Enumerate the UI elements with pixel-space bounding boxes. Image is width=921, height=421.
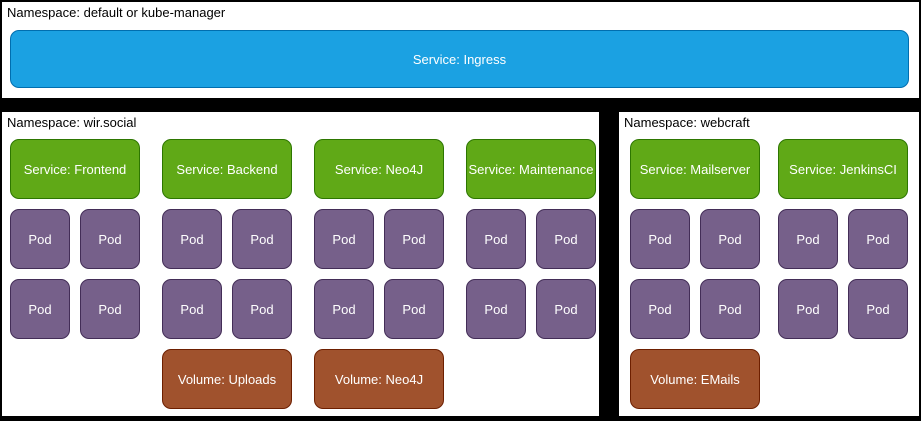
namespace-label: Namespace: webcraft <box>624 115 750 130</box>
pod-box: Pod <box>162 279 222 339</box>
pod-box: Pod <box>778 209 838 269</box>
pod-row: Pod Pod <box>10 209 140 269</box>
pod-box: Pod <box>80 209 140 269</box>
pod-box: Pod <box>466 279 526 339</box>
pod-box: Pod <box>536 209 596 269</box>
service-group-maintenance: Service: Maintenance Pod Pod Pod Pod <box>466 139 596 409</box>
service-box-neo4j: Service: Neo4J <box>314 139 444 199</box>
pod-box: Pod <box>848 279 908 339</box>
pod-box: Pod <box>162 209 222 269</box>
service-group-jenkinsci: Service: JenkinsCI Pod Pod Pod Pod <box>778 139 908 409</box>
pod-box: Pod <box>700 279 760 339</box>
pod-box: Pod <box>384 279 444 339</box>
pod-row: Pod Pod <box>466 209 596 269</box>
service-box-backend: Service: Backend <box>162 139 292 199</box>
service-box-ingress: Service: Ingress <box>10 30 909 88</box>
pod-row: Pod Pod <box>630 279 760 339</box>
pod-box: Pod <box>778 279 838 339</box>
service-group-neo4j: Service: Neo4J Pod Pod Pod Pod Volume: N… <box>314 139 444 409</box>
pod-row: Pod Pod <box>630 209 760 269</box>
pod-box: Pod <box>466 209 526 269</box>
pod-box: Pod <box>536 279 596 339</box>
service-group-mailserver: Service: Mailserver Pod Pod Pod Pod Volu… <box>630 139 760 409</box>
pod-row: Pod Pod <box>10 279 140 339</box>
pod-box: Pod <box>700 209 760 269</box>
pod-row: Pod Pod <box>162 279 292 339</box>
volume-box-emails: Volume: EMails <box>630 349 760 409</box>
namespace-label: Namespace: wir.social <box>7 115 137 130</box>
namespace-section-webcraft: Namespace: webcraft Service: Mailserver … <box>617 110 921 418</box>
pod-box: Pod <box>630 209 690 269</box>
volume-box-neo4j: Volume: Neo4J <box>314 349 444 409</box>
pod-box: Pod <box>80 279 140 339</box>
service-groups: Service: Mailserver Pod Pod Pod Pod Volu… <box>630 139 908 409</box>
service-group-backend: Service: Backend Pod Pod Pod Pod Volume:… <box>162 139 292 409</box>
pod-box: Pod <box>314 209 374 269</box>
volume-box-uploads: Volume: Uploads <box>162 349 292 409</box>
pod-box: Pod <box>10 279 70 339</box>
service-box-jenkinsci: Service: JenkinsCI <box>778 139 908 199</box>
pod-row: Pod Pod <box>314 279 444 339</box>
pod-box: Pod <box>232 279 292 339</box>
service-box-frontend: Service: Frontend <box>10 139 140 199</box>
namespace-label: Namespace: default or kube-manager <box>7 5 226 20</box>
pod-box: Pod <box>384 209 444 269</box>
pod-box: Pod <box>232 209 292 269</box>
service-groups: Service: Frontend Pod Pod Pod Pod Servic… <box>10 139 596 409</box>
service-box-mailserver: Service: Mailserver <box>630 139 760 199</box>
pod-row: Pod Pod <box>162 209 292 269</box>
pod-row: Pod Pod <box>778 279 908 339</box>
service-group-frontend: Service: Frontend Pod Pod Pod Pod <box>10 139 140 409</box>
pod-box: Pod <box>10 209 70 269</box>
pod-row: Pod Pod <box>778 209 908 269</box>
namespace-section-default: Namespace: default or kube-manager Servi… <box>0 0 921 100</box>
pod-box: Pod <box>314 279 374 339</box>
pod-row: Pod Pod <box>314 209 444 269</box>
service-box-maintenance: Service: Maintenance <box>466 139 596 199</box>
pod-box: Pod <box>630 279 690 339</box>
pod-row: Pod Pod <box>466 279 596 339</box>
pod-box: Pod <box>848 209 908 269</box>
namespace-section-wir-social: Namespace: wir.social Service: Frontend … <box>0 110 601 418</box>
